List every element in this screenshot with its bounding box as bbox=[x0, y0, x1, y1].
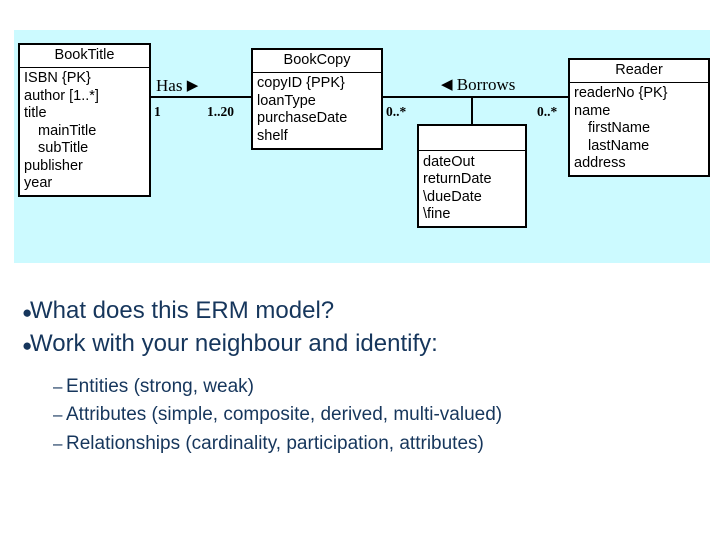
attribute: lastName bbox=[588, 137, 650, 154]
sub-bullet-text: Attributes (simple, composite, derived, … bbox=[66, 404, 503, 426]
attribute: returnDate bbox=[423, 171, 492, 187]
attribute: \dueDate bbox=[423, 188, 482, 205]
attribute: year bbox=[24, 175, 53, 191]
bullet-marker-icon: ● bbox=[22, 303, 33, 322]
attribute: readerNo {PK} bbox=[574, 85, 668, 101]
cardinality-borrows-left: 0..* bbox=[386, 104, 407, 119]
entity-box-booktitle: BookTitle ISBN {PK} author [1..*] title … bbox=[18, 43, 151, 197]
relationship-label-borrows: ◀ Borrows bbox=[441, 75, 515, 95]
relationship-borrows-arrow-icon: ◀ bbox=[441, 77, 453, 93]
dash-marker-icon: – bbox=[53, 405, 63, 425]
entity-box-reader: Reader readerNo {PK} name firstName last… bbox=[568, 58, 710, 177]
dash-marker-icon: – bbox=[53, 434, 63, 454]
sub-bullet-text: Relationships (cardinality, participatio… bbox=[66, 433, 484, 455]
list-item: – Relationships (cardinality, participat… bbox=[0, 433, 720, 456]
attribute: mainTitle bbox=[38, 122, 97, 139]
cardinality-has-left: 1 bbox=[154, 104, 161, 119]
connector-line-bookcopy-reader bbox=[380, 96, 572, 98]
relationship-borrows-text: Borrows bbox=[456, 75, 516, 94]
entity-attributes-booktitle: ISBN {PK} author [1..*] title mainTitle … bbox=[20, 68, 149, 196]
entity-attributes-bookcopy: copyID {PPK} loanType purchaseDate shelf bbox=[253, 73, 381, 148]
entity-box-loan-attributes: dateOut returnDate \dueDate \fine bbox=[417, 124, 527, 228]
relationship-has-text: Has bbox=[156, 76, 183, 95]
attribute: publisher bbox=[24, 157, 83, 174]
attribute: name bbox=[574, 102, 611, 119]
list-item: ● Work with your neighbour and identify: bbox=[0, 329, 720, 358]
erm-diagram-panel: Has ▶ 1 1..20 ◀ Borrows 0..* 0..* BookTi… bbox=[14, 30, 710, 263]
connector-line-loan-attributes bbox=[471, 96, 473, 126]
sub-bullet-text: Entities (strong, weak) bbox=[66, 375, 254, 397]
slide-sub-bullet-list: – Entities (strong, weak) – Attributes (… bbox=[0, 376, 720, 456]
attribute: \fine bbox=[423, 206, 451, 222]
relationship-has-arrow-icon: ▶ bbox=[186, 78, 199, 94]
attribute: purchaseDate bbox=[257, 110, 348, 126]
entity-attributes-loan: dateOut returnDate \dueDate \fine bbox=[419, 151, 525, 226]
list-item: ● What does this ERM model? bbox=[0, 296, 720, 325]
attribute: loanType bbox=[257, 92, 316, 109]
bullet-text: What does this ERM model? bbox=[30, 297, 335, 324]
entity-title-bookcopy: BookCopy bbox=[253, 50, 381, 73]
attribute: copyID {PPK} bbox=[257, 75, 345, 91]
entity-box-bookcopy: BookCopy copyID {PPK} loanType purchaseD… bbox=[251, 48, 383, 150]
list-item: – Attributes (simple, composite, derived… bbox=[0, 404, 720, 427]
attribute: address bbox=[574, 155, 626, 171]
connector-line-booktitle-bookcopy bbox=[147, 96, 255, 98]
entity-attributes-reader: readerNo {PK} name firstName lastName ad… bbox=[570, 83, 708, 176]
bullet-text: Work with your neighbour and identify: bbox=[30, 330, 438, 358]
attribute: author [1..*] bbox=[24, 87, 99, 104]
dash-marker-icon: – bbox=[53, 376, 63, 396]
relationship-label-has: Has ▶ bbox=[156, 76, 198, 96]
attribute: dateOut bbox=[423, 153, 475, 170]
attribute: ISBN {PK} bbox=[24, 70, 91, 86]
slide-bullet-list: ● What does this ERM model? ● Work with … bbox=[0, 296, 720, 462]
entity-title-booktitle: BookTitle bbox=[20, 45, 149, 68]
entity-title-reader: Reader bbox=[570, 60, 708, 83]
list-item: – Entities (strong, weak) bbox=[0, 376, 720, 399]
cardinality-has-right: 1..20 bbox=[207, 104, 234, 119]
cardinality-borrows-right: 0..* bbox=[537, 104, 558, 119]
bullet-marker-icon: ● bbox=[22, 336, 33, 356]
attribute: shelf bbox=[257, 127, 288, 144]
attribute: subTitle bbox=[38, 140, 89, 156]
attribute: firstName bbox=[588, 120, 651, 136]
attribute: title bbox=[24, 105, 47, 121]
entity-title-loan-blank bbox=[419, 126, 525, 151]
